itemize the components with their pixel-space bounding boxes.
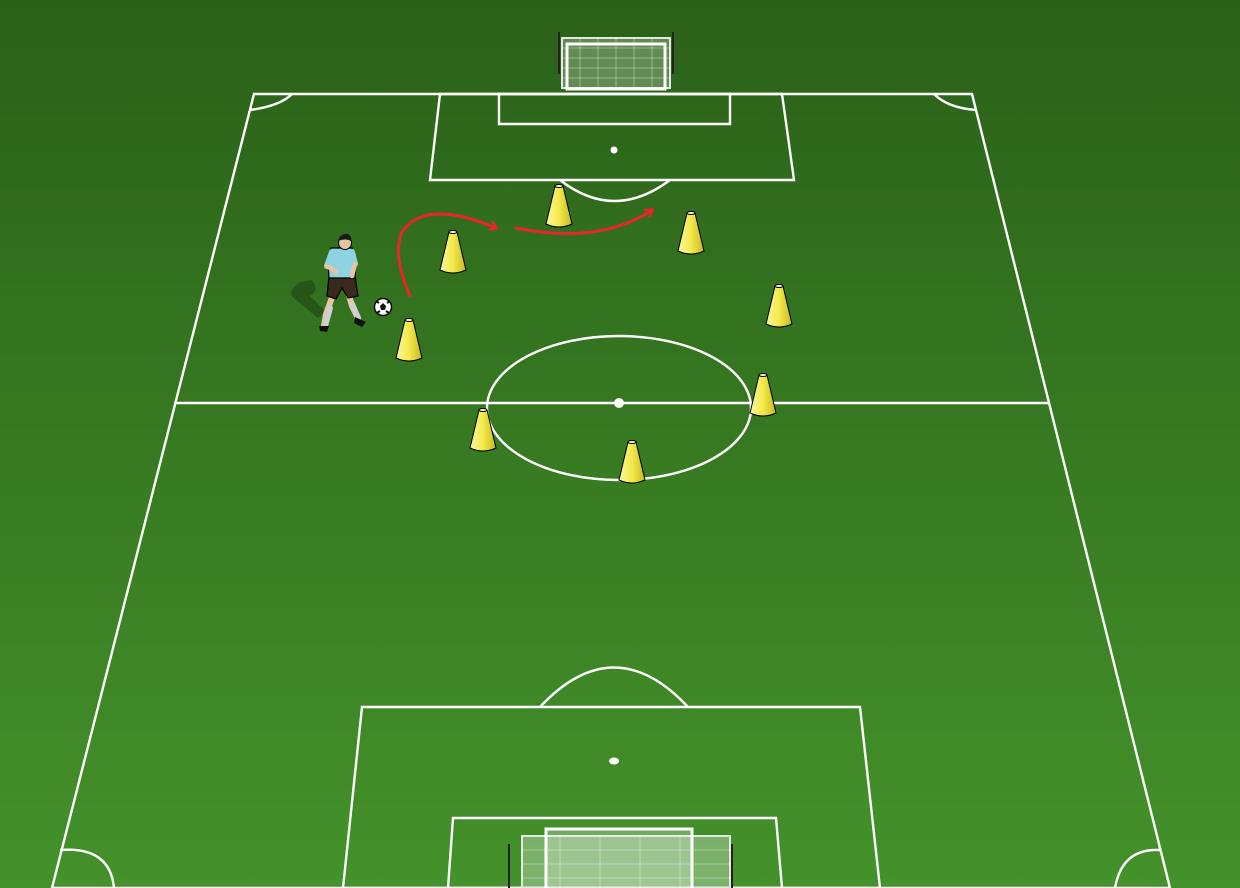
corner-arc-bottom-right xyxy=(1113,848,1161,888)
bottom-goal-box xyxy=(446,816,784,888)
player xyxy=(291,233,366,332)
dribble-arrow-1 xyxy=(396,212,496,298)
pitch-markings xyxy=(50,92,1172,888)
soccer-ball xyxy=(373,297,393,317)
center-spot xyxy=(614,398,624,408)
bottom-penalty-box xyxy=(341,705,882,888)
top-penalty-arc xyxy=(559,179,671,203)
cone xyxy=(765,284,793,328)
corner-arc-bottom-left xyxy=(59,848,116,888)
bottom-penalty-arc xyxy=(539,666,689,708)
bottom-goal xyxy=(508,827,733,888)
player-shadow xyxy=(291,280,326,318)
bottom-penalty-spot xyxy=(609,757,619,765)
top-goal xyxy=(558,32,674,91)
corner-arc-top-left xyxy=(249,93,293,112)
cone xyxy=(749,373,777,417)
cones xyxy=(395,184,793,484)
cone xyxy=(469,408,497,452)
dribble-arrow-2 xyxy=(514,210,652,236)
cone xyxy=(618,440,646,484)
cone xyxy=(439,230,467,274)
cone xyxy=(677,211,705,255)
corner-arc-top-right xyxy=(933,93,977,112)
top-goal-box xyxy=(497,92,732,126)
top-penalty-spot xyxy=(610,146,618,154)
dribble-arrows xyxy=(396,210,652,298)
pitch-spots xyxy=(609,146,624,765)
cone xyxy=(395,318,423,362)
cone xyxy=(545,184,573,228)
